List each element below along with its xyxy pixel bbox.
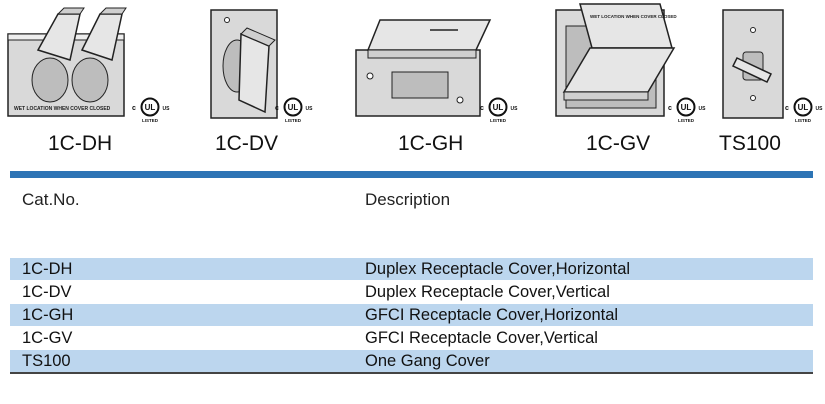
header-cat-no: Cat.No. [22,190,80,209]
svg-text:US: US [511,106,519,112]
cat-no-cell: 1C-DH [22,260,73,278]
gfci-vertical-cover-illustration: WET LOCATION WHEN COVER CLOSED [555,3,677,117]
svg-text:US: US [699,106,707,112]
toggle-switch-cover-illustration [722,9,784,119]
table-row: 1C-GH GFCI Receptacle Cover,Horizontal [10,304,813,326]
svg-text:c: c [275,105,279,112]
table-bottom-rule [10,372,813,374]
table-row: 1C-DH Duplex Receptacle Cover,Horizontal [10,258,813,280]
product-1c-dv: UL c US LISTED 1C-DV [205,0,350,165]
svg-text:UL: UL [798,103,809,112]
product-ts100: UL c US LISTED TS100 [715,0,825,165]
ul-listed-mark: UL c US LISTED [478,96,518,124]
product-label: 1C-GH [398,132,464,155]
svg-text:LISTED: LISTED [795,118,812,123]
svg-text:UL: UL [288,103,299,112]
description-cell: GFCI Receptacle Cover,Vertical [365,329,598,347]
ul-listed-mark: UL c US LISTED [130,96,170,124]
svg-text:c: c [668,105,672,112]
ul-listed-mark: UL c US LISTED [783,96,823,124]
svg-text:LISTED: LISTED [678,118,695,123]
svg-text:UL: UL [145,103,156,112]
gfci-horizontal-cover-illustration [355,19,492,117]
product-1c-gh: UL c US LISTED 1C-GH [350,0,530,165]
wet-location-text: WET LOCATION WHEN COVER CLOSED [14,106,111,112]
product-1c-dh: WET LOCATION WHEN COVER CLOSED UL c US L… [0,0,175,165]
svg-text:US: US [306,106,314,112]
table-row: 1C-DV Duplex Receptacle Cover,Vertical [10,281,813,303]
svg-text:LISTED: LISTED [142,118,159,123]
svg-text:c: c [132,105,136,112]
svg-text:LISTED: LISTED [490,118,507,123]
cat-no-cell: 1C-DV [22,283,72,301]
svg-text:UL: UL [493,103,504,112]
wet-location-text: WET LOCATION WHEN COVER CLOSED [590,14,677,19]
product-label: 1C-GV [586,132,651,155]
svg-text:US: US [816,106,824,112]
product-label: TS100 [719,132,781,155]
description-cell: GFCI Receptacle Cover,Horizontal [365,306,619,324]
svg-text:c: c [480,105,484,112]
product-label: 1C-DV [215,132,279,155]
svg-text:US: US [163,106,171,112]
cat-no-cell: 1C-GV [22,329,73,347]
description-cell: Duplex Receptacle Cover,Vertical [365,283,610,301]
cat-no-cell: 1C-GH [22,306,74,324]
table-row: 1C-GV GFCI Receptacle Cover,Vertical [10,327,813,349]
product-1c-gv: WET LOCATION WHEN COVER CLOSED UL c US L… [550,0,720,165]
duplex-horizontal-cover-illustration: WET LOCATION WHEN COVER CLOSED [7,7,127,117]
header-description: Description [365,190,451,209]
ul-listed-mark: UL c US LISTED [666,96,706,124]
cat-no-cell: TS100 [22,352,71,370]
description-cell: One Gang Cover [365,352,490,370]
header-accent-bar [10,171,813,178]
description-cell: Duplex Receptacle Cover,Horizontal [365,260,631,278]
product-label: 1C-DH [48,132,113,155]
svg-text:LISTED: LISTED [285,118,302,123]
table-row: TS100 One Gang Cover [10,350,813,372]
svg-text:c: c [785,105,789,112]
ul-listed-mark: UL c US LISTED [273,96,313,124]
duplex-vertical-cover-illustration [210,9,278,119]
svg-text:UL: UL [681,103,692,112]
